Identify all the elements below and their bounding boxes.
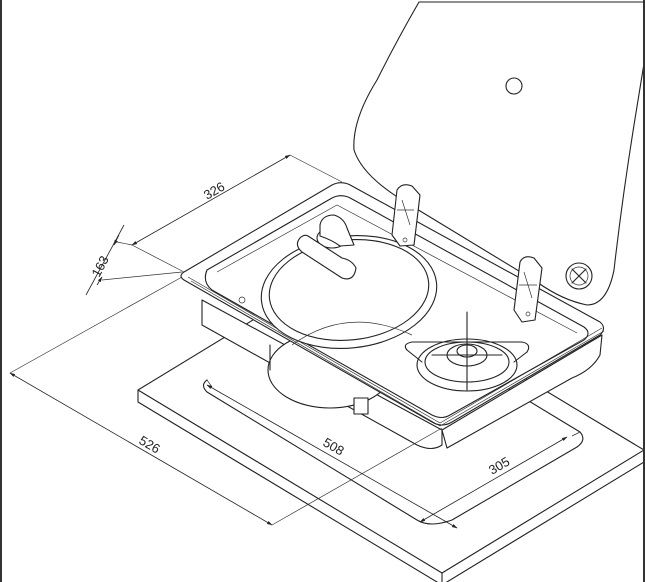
lid-hole [505,77,523,95]
hinge-left [391,184,421,247]
hinge-right [513,256,543,323]
dimension-label-526: 526 [137,433,163,457]
dimension-163: 163 [85,224,183,296]
gas-burner [404,311,530,392]
drain-fitting [353,397,369,415]
dimension-label-163: 163 [88,253,111,279]
vent-icon [565,262,593,290]
tap [296,214,357,280]
dimension-label-326: 326 [201,179,227,203]
glass-lid [353,1,643,306]
